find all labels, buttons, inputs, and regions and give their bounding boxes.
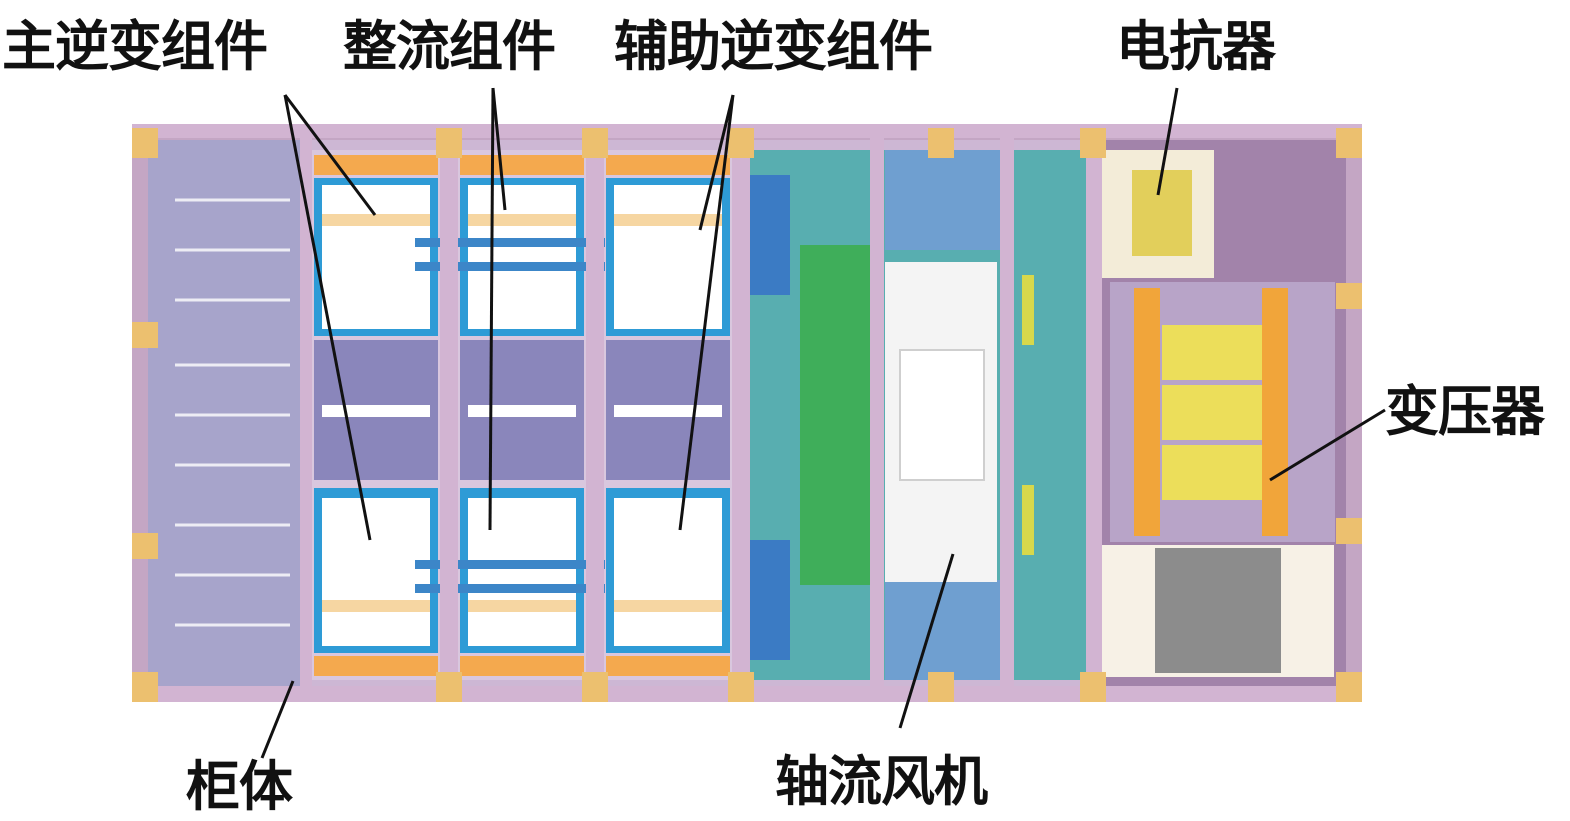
right-section [1100, 140, 1346, 686]
label-rectifier: 整流组件 [343, 15, 556, 78]
main-inverter-column [312, 150, 440, 680]
leader-lines [260, 87, 1386, 759]
rectifier-column [458, 150, 586, 680]
label-axial-fan: 轴流风机 [775, 750, 988, 813]
leader-reactor [1156, 87, 1179, 196]
label-transformer: 变压器 [1385, 380, 1545, 443]
leader-transformer [1269, 408, 1386, 482]
leader-main-inverter-lower [283, 94, 372, 541]
label-cabinet: 柜体 [186, 755, 293, 818]
leader-main-inverter-upper [283, 94, 377, 216]
leader-axial-fan [898, 553, 955, 729]
fan-section [750, 150, 1095, 680]
cabinet-body [148, 140, 306, 686]
module-columns [312, 150, 732, 680]
label-aux-inverter: 辅助逆变组件 [614, 15, 933, 78]
leader-aux-inverter-upper [698, 94, 735, 231]
leader-aux-inverter-lower [678, 94, 735, 531]
frame-joint-blocks [132, 128, 1362, 702]
leader-cabinet [260, 680, 295, 759]
label-main-inverter: 主逆变组件 [2, 15, 268, 78]
leader-rectifier-upper [491, 87, 507, 211]
leader-rectifier-lower [488, 87, 495, 531]
aux-inverter-column [604, 150, 732, 680]
label-reactor: 电抗器 [1116, 15, 1276, 78]
